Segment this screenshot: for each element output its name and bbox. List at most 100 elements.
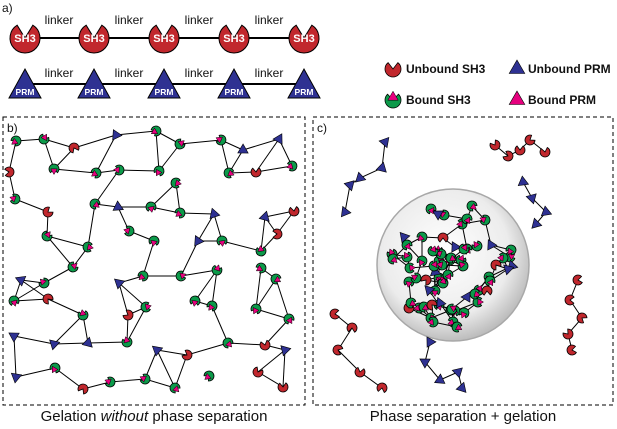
- bound-pair: [404, 262, 416, 274]
- legend-unbound-sh3-label: Unbound SH3: [406, 62, 486, 76]
- bound-pair: [153, 165, 165, 177]
- sh3-domain: [218, 24, 250, 54]
- bound-pair: [255, 245, 267, 257]
- unbound-prm: [10, 372, 23, 384]
- bound-pair: [451, 321, 463, 333]
- bound-pair: [401, 251, 413, 263]
- bound-pair: [175, 270, 187, 282]
- bound-pair: [472, 296, 484, 308]
- bound-pair: [445, 252, 457, 264]
- gel-network: [4, 125, 300, 395]
- free-chain: [419, 336, 467, 393]
- unbound-prm: [451, 241, 462, 253]
- panel-b-frame: [2, 116, 306, 406]
- unbound-prm: [272, 133, 283, 145]
- prm-motif: [287, 67, 321, 99]
- bound-pair: [223, 167, 235, 179]
- bound-pair: [457, 260, 469, 272]
- legend: Unbound SH3 Unbound PRM Bound SH3 Bound …: [384, 59, 611, 109]
- unbound-sh3: [277, 382, 289, 393]
- bound-pair: [82, 241, 94, 253]
- bound-pair: [49, 362, 61, 374]
- bound-pair: [38, 133, 50, 145]
- unbound-sh3: [524, 134, 536, 146]
- bound-pair: [170, 177, 182, 189]
- bound-pair: [174, 207, 186, 219]
- unbound-sh3: [329, 308, 340, 320]
- caption-b-emphasis: without: [101, 408, 149, 425]
- sh3-domain: [9, 24, 41, 54]
- bound-pair: [458, 243, 470, 255]
- bound-pair: [416, 255, 428, 267]
- unbound-sh3: [572, 274, 583, 286]
- sh3-domain: [288, 24, 320, 54]
- bound-pair: [479, 214, 491, 226]
- unbound-sh3: [77, 383, 89, 395]
- bound-pair: [123, 225, 135, 237]
- bound-pair: [436, 259, 448, 271]
- sh3-domain-label: SH3: [83, 33, 104, 45]
- free-chain: [517, 175, 553, 229]
- prm-motif-label: PRM: [155, 87, 174, 97]
- unbound-prm: [112, 200, 124, 211]
- bound-pair: [446, 303, 458, 315]
- unbound-sh3: [250, 167, 262, 178]
- bound-pair: [416, 231, 428, 243]
- bound-pair: [148, 235, 160, 247]
- unbound-sh3: [4, 166, 15, 178]
- bound-pair: [427, 316, 439, 328]
- prm-motif-label: PRM: [295, 87, 314, 97]
- unbound-sh3: [42, 293, 54, 305]
- prm-motif: [8, 67, 42, 99]
- unbound-sh3: [181, 349, 193, 361]
- unbound-sh3-icon: [384, 62, 402, 78]
- free-chain: [340, 136, 390, 218]
- bound-pair: [203, 370, 215, 382]
- bound-pair: [283, 313, 295, 325]
- bound-pair: [484, 275, 496, 287]
- bound-pair: [90, 167, 102, 179]
- unbound-prm: [525, 193, 537, 205]
- unbound-sh3: [354, 366, 366, 378]
- unbound-sh3: [272, 228, 283, 240]
- bound-pair: [405, 297, 417, 309]
- bound-pair: [437, 277, 449, 289]
- caption-b-pre: Gelation: [41, 408, 101, 425]
- unbound-sh3: [564, 294, 575, 306]
- bound-pair: [174, 138, 186, 150]
- bound-pair: [442, 269, 454, 281]
- legend-bound-sh3-icon: [384, 90, 402, 109]
- unbound-sh3: [346, 322, 358, 333]
- bound-pair: [137, 270, 149, 282]
- unbound-prm: [455, 381, 467, 393]
- unbound-prm: [114, 278, 126, 290]
- legend-bound-prm-icon: [508, 90, 526, 105]
- linker-label: linker: [185, 66, 214, 80]
- unbound-sh3: [332, 344, 344, 356]
- linker-label: linker: [115, 13, 144, 27]
- bound-pair: [169, 382, 181, 394]
- unbound-prm: [49, 339, 61, 351]
- bound-sh3-icon: [384, 90, 402, 109]
- unbound-sh3: [42, 206, 54, 218]
- sh3-domain: [78, 24, 110, 54]
- sh3-domain-label: SH3: [293, 33, 314, 45]
- unbound-prm: [531, 217, 543, 229]
- unbound-sh3: [68, 142, 80, 154]
- bound-pair: [286, 160, 298, 172]
- prm-motif-label: PRM: [85, 87, 104, 97]
- panel-a-label: a): [2, 1, 13, 15]
- bound-pair: [458, 307, 470, 319]
- droplet-network: [386, 200, 519, 333]
- free-chains: [329, 134, 588, 393]
- legend-unbound-prm-icon: [508, 59, 526, 74]
- linker-label: linker: [255, 66, 284, 80]
- unbound-prm: [426, 336, 437, 348]
- unbound-prm-icon: [508, 59, 526, 74]
- free-chain: [489, 134, 551, 162]
- bound-pair: [89, 198, 101, 210]
- bound-pair: [215, 134, 227, 146]
- linker-label: linker: [255, 13, 284, 27]
